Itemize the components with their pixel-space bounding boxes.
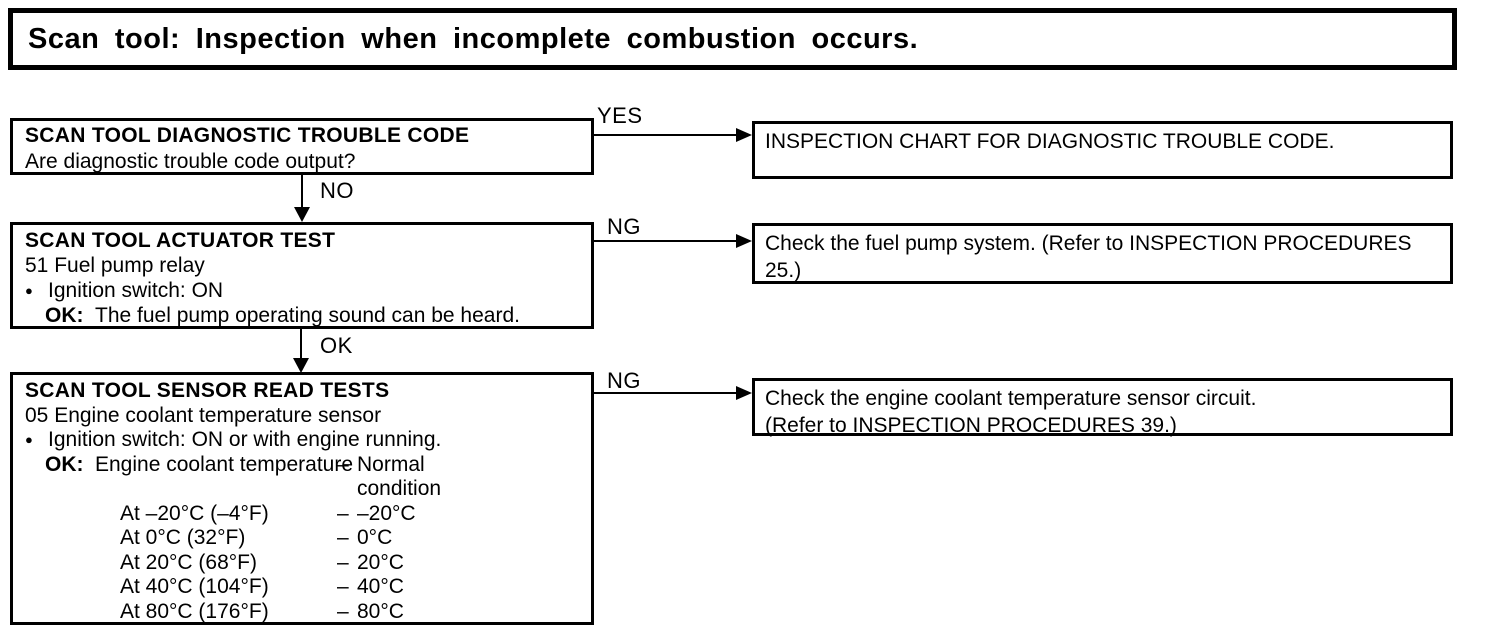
branch-label-ok: OK (320, 333, 353, 358)
branch-label-no: NO (320, 178, 354, 203)
reading-value-cell: –80°C (337, 600, 404, 625)
step3-bullet-row: ● Ignition switch: ON or with engine runn… (25, 428, 579, 453)
table-row: At –20°C (–4°F) ––20°C (25, 502, 579, 527)
step3-ok-value: –Normal (337, 453, 425, 478)
reading-value: 40°C (357, 575, 404, 598)
dash-glyph: – (337, 501, 349, 525)
table-row: At 40°C (104°F) –40°C (25, 575, 579, 600)
ng-arrow-head-1-icon (736, 234, 752, 248)
branch-label-ng-1: NG (607, 214, 641, 239)
reading-condition: At 20°C (68°F) (120, 550, 258, 574)
reading-value: –20°C (357, 501, 416, 525)
ng-arrow-line-2 (594, 392, 740, 394)
step3-ok-label: OK: (45, 452, 84, 476)
step1-question: Are diagnostic trouble code output? (25, 150, 356, 173)
dash-glyph: – (337, 452, 349, 476)
no-arrow-line (301, 175, 303, 208)
reading-value: 20°C (357, 550, 404, 574)
step3-item: 05 Engine coolant temperature sensor (25, 403, 382, 427)
step1-result-text: INSPECTION CHART FOR DIAGNOSTIC TROUBLE … (765, 130, 1335, 153)
step3-ok-value-line1: Normal (357, 452, 425, 476)
step3-ok-row: OK: Engine coolant temperature –Normal (25, 453, 579, 478)
reading-value-cell: –0°C (337, 526, 392, 551)
reading-value-cell: –20°C (337, 551, 404, 576)
step3-box: SCAN TOOL SENSOR READ TESTS 05 Engine co… (10, 372, 594, 625)
step3-result-box: Check the engine coolant temperature sen… (752, 378, 1453, 437)
step2-item: 51 Fuel pump relay (25, 254, 205, 277)
branch-label-ng-2: NG (607, 368, 641, 393)
reading-condition: At 0°C (32°F) (120, 526, 246, 549)
reading-value-cell: –40°C (337, 575, 404, 600)
step1-heading: SCAN TOOL DIAGNOSTIC TROUBLE CODE (25, 124, 470, 147)
branch-label-yes: YES (597, 103, 643, 128)
ng-arrow-head-2-icon (736, 386, 752, 400)
bullet-icon: ● (25, 432, 33, 447)
step2-result-line2: 25.) (765, 259, 802, 282)
table-row: At 20°C (68°F) –20°C (25, 551, 579, 576)
table-row: At 0°C (32°F) –0°C (25, 526, 579, 551)
no-arrow-head-icon (294, 207, 310, 222)
ng-arrow-line-1 (594, 240, 740, 242)
reading-value-cell: ––20°C (337, 502, 416, 527)
step3-ok-value-line2: condition (357, 477, 442, 500)
reading-value: 0°C (357, 526, 393, 549)
step1-box: SCAN TOOL DIAGNOSTIC TROUBLE CODE Are di… (10, 118, 594, 175)
ok-arrow-line (300, 329, 302, 360)
yes-arrow-line (594, 134, 740, 136)
step2-box: SCAN TOOL ACTUATOR TEST 51 Fuel pump rel… (10, 222, 594, 329)
dash-glyph: – (337, 550, 349, 574)
reading-condition: At 80°C (176°F) (120, 599, 269, 623)
step2-heading: SCAN TOOL ACTUATOR TEST (25, 229, 336, 252)
dash-glyph: – (337, 526, 349, 549)
yes-arrow-head-icon (736, 128, 752, 142)
step3-bullet-text: Ignition switch: ON or with engine runni… (48, 428, 442, 451)
step2-bullet-text: Ignition switch: ON (48, 279, 224, 302)
step1-result-box: INSPECTION CHART FOR DIAGNOSTIC TROUBLE … (752, 121, 1453, 179)
step2-result-box: Check the fuel pump system. (Refer to IN… (752, 223, 1453, 284)
title-box: Scan tool: Inspection when incomplete co… (8, 8, 1457, 70)
step3-ok-text: Engine coolant temperature (95, 452, 353, 476)
dash-glyph: – (337, 575, 349, 598)
step2-ok-text: The fuel pump operating sound can be hea… (95, 304, 520, 327)
step2-result-line1: Check the fuel pump system. (Refer to IN… (765, 232, 1412, 255)
dash-glyph: – (337, 599, 349, 623)
step3-heading: SCAN TOOL SENSOR READ TESTS (25, 379, 390, 402)
table-row: At 80°C (176°F) –80°C (25, 600, 579, 625)
step2-ok-label: OK: (45, 304, 84, 327)
reading-condition: At 40°C (104°F) (120, 575, 269, 598)
bullet-icon: ● (25, 283, 33, 298)
page-title: Scan tool: Inspection when incomplete co… (28, 22, 919, 55)
step2-bullet-row: ● Ignition switch: ON (25, 278, 579, 303)
reading-condition: At –20°C (–4°F) (120, 501, 269, 525)
step3-result-line1: Check the engine coolant temperature sen… (765, 387, 1257, 410)
step3-result-line2: (Refer to INSPECTION PROCEDURES 39.) (765, 414, 1177, 437)
step2-ok-row: OK: The fuel pump operating sound can be … (25, 303, 579, 328)
ok-arrow-head-icon (293, 358, 309, 373)
reading-value: 80°C (357, 599, 404, 623)
